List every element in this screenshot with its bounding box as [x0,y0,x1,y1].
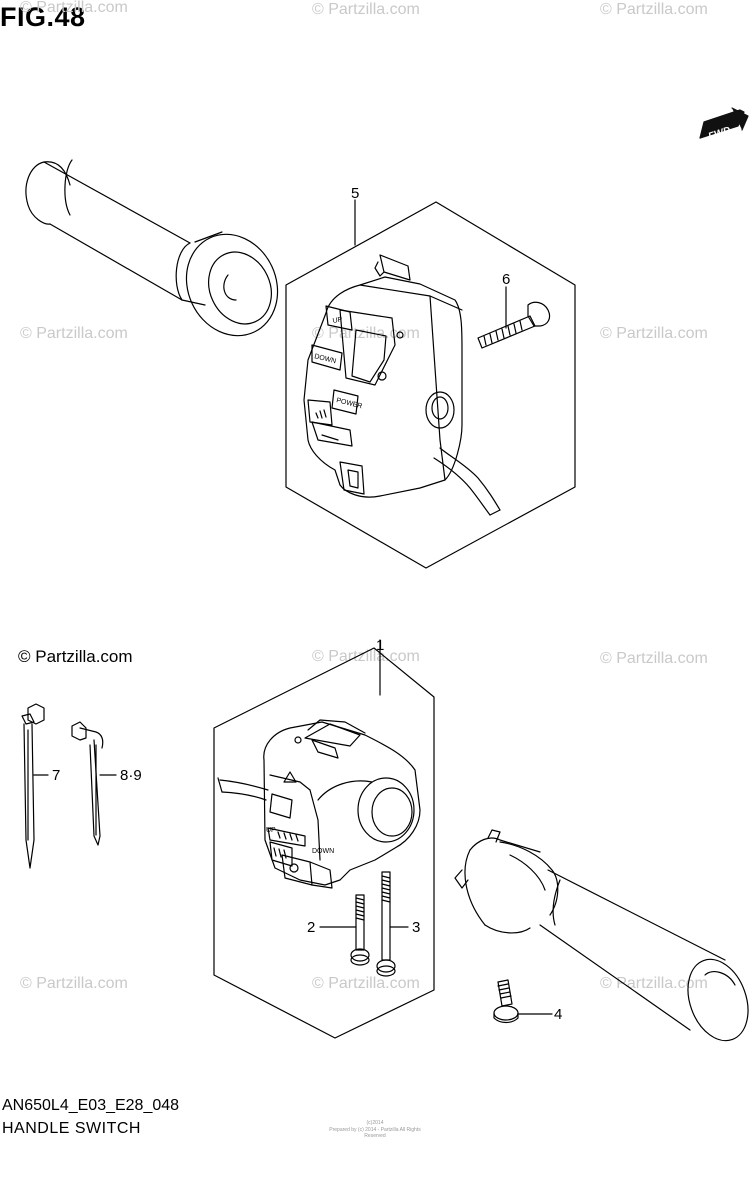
diagram-name: HANDLE SWITCH [2,1120,141,1137]
forward-arrow-icon: FWD [699,107,749,143]
left-grip [25,159,279,337]
watermark: © Partzilla.com [20,975,128,992]
clamp-8-9 [71,721,104,846]
watermark: © Partzilla.com [20,0,128,16]
cable-tie-7 [21,703,45,869]
callout-6: 6 [502,271,510,288]
power-label: POWER [336,397,363,410]
right-grip [454,829,749,1042]
callout-4: 4 [554,1006,562,1023]
callout-7: 7 [52,767,60,784]
watermark: © Partzilla.com [600,975,708,992]
watermark: © Partzilla.com [600,1,708,18]
tiny-copyright-2: Prepared by (c) 2014 - Partzilla All Rig… [329,1127,421,1139]
callout-2: 2 [307,919,315,936]
left-handle-switch: UP DOWN POWER [303,254,501,516]
watermark: © Partzilla.com [312,1,420,18]
callout-1: 1 [376,637,384,654]
screw-2 [350,894,370,966]
screw-4 [493,979,519,1024]
callout-8-9: 8·9 [120,767,142,784]
callout-3: 3 [412,919,420,936]
callout-5: 5 [351,185,359,202]
up-label-right: UP [266,827,276,834]
watermark: © Partzilla.com [20,325,128,342]
bolt-6 [477,286,551,349]
watermark: © Partzilla.com [312,648,420,665]
tiny-copyright-1: (c)2014 [366,1120,384,1126]
diagram-code: AN650L4_E03_E28_048 [2,1097,180,1114]
right-handle-switch: UP DOWN [217,719,421,889]
copyright-notice: © Partzilla.com [18,647,133,666]
watermark: © Partzilla.com [600,650,708,667]
watermark: © Partzilla.com [312,975,420,992]
up-label: UP [332,316,343,325]
watermark: © Partzilla.com [600,325,708,342]
screw-3 [376,871,396,977]
down-label-right: DOWN [312,848,334,855]
figure-title: FIG.48 [0,2,86,32]
assembly-box-1 [213,647,435,1039]
assembly-box-5 [285,201,576,569]
